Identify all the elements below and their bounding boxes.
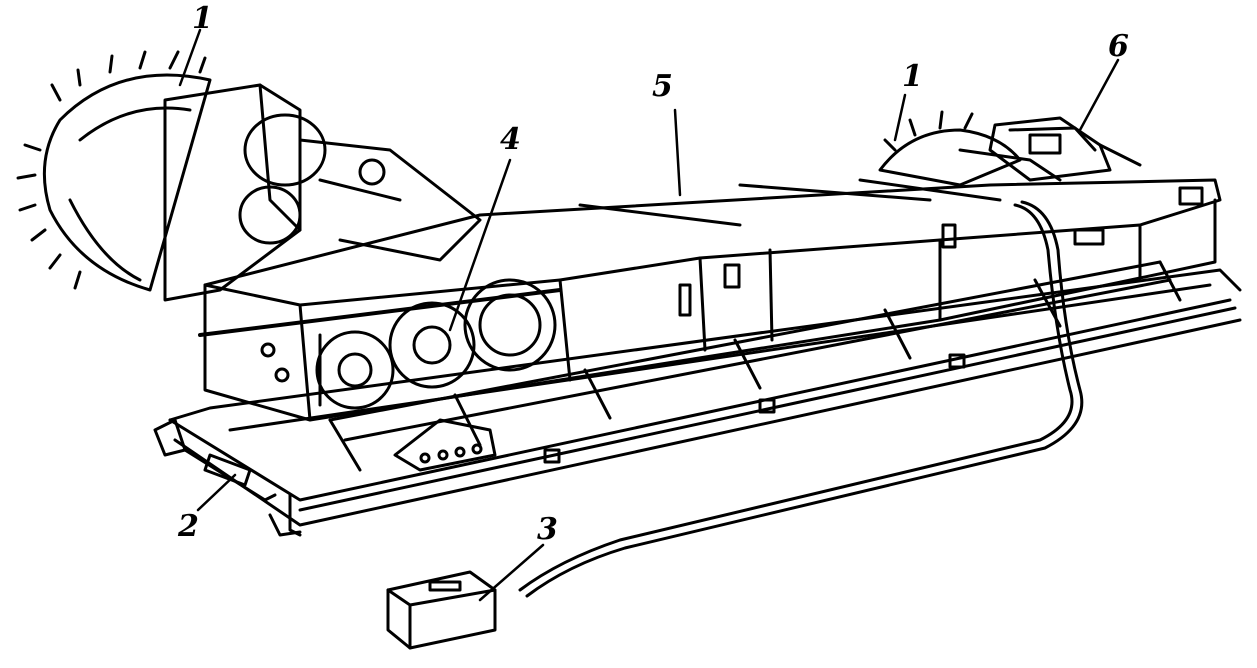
rail-track xyxy=(153,260,1242,537)
power-cable xyxy=(518,200,1084,598)
label-loader: 6 xyxy=(1108,29,1129,64)
label-control-box: 3 xyxy=(537,512,558,547)
label-body-housing: 5 xyxy=(652,69,673,104)
label-gear-drive: 4 xyxy=(500,122,521,157)
loader xyxy=(988,116,1142,182)
label-rail-track: 2 xyxy=(178,509,199,544)
cutter-left xyxy=(16,50,482,302)
label-cutter-left: 1 xyxy=(192,1,213,36)
cutter-right xyxy=(878,110,1062,187)
leader-lines xyxy=(178,28,1120,602)
gear-drive xyxy=(198,278,562,410)
label-cutter-right: 1 xyxy=(902,59,923,94)
body-housing xyxy=(203,178,1222,422)
control-box xyxy=(386,570,497,650)
